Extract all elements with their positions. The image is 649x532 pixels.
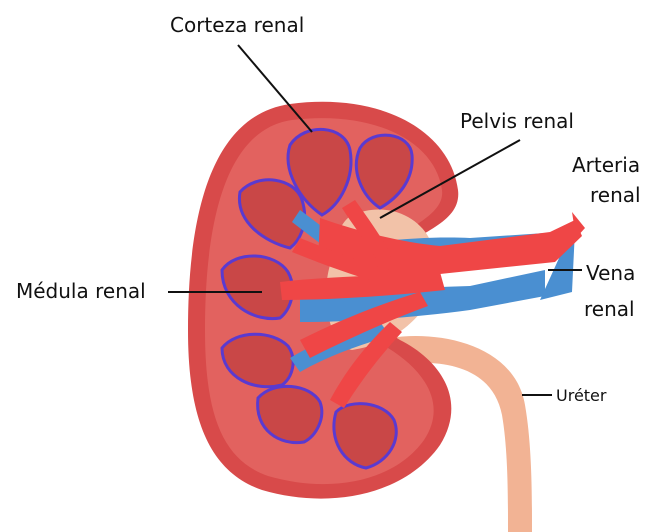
label-pelvis-renal: Pelvis renal	[460, 109, 574, 133]
label-vena-renal-line2: renal	[584, 297, 635, 321]
label-ureter: Uréter	[556, 386, 607, 405]
label-medula-renal: Médula renal	[16, 279, 146, 303]
label-vena-renal-line1: Vena	[586, 261, 635, 285]
label-corteza-renal: Corteza renal	[170, 13, 304, 37]
label-arteria-renal-line2: renal	[590, 183, 641, 207]
label-arteria-renal-line1: Arteria	[572, 153, 640, 177]
